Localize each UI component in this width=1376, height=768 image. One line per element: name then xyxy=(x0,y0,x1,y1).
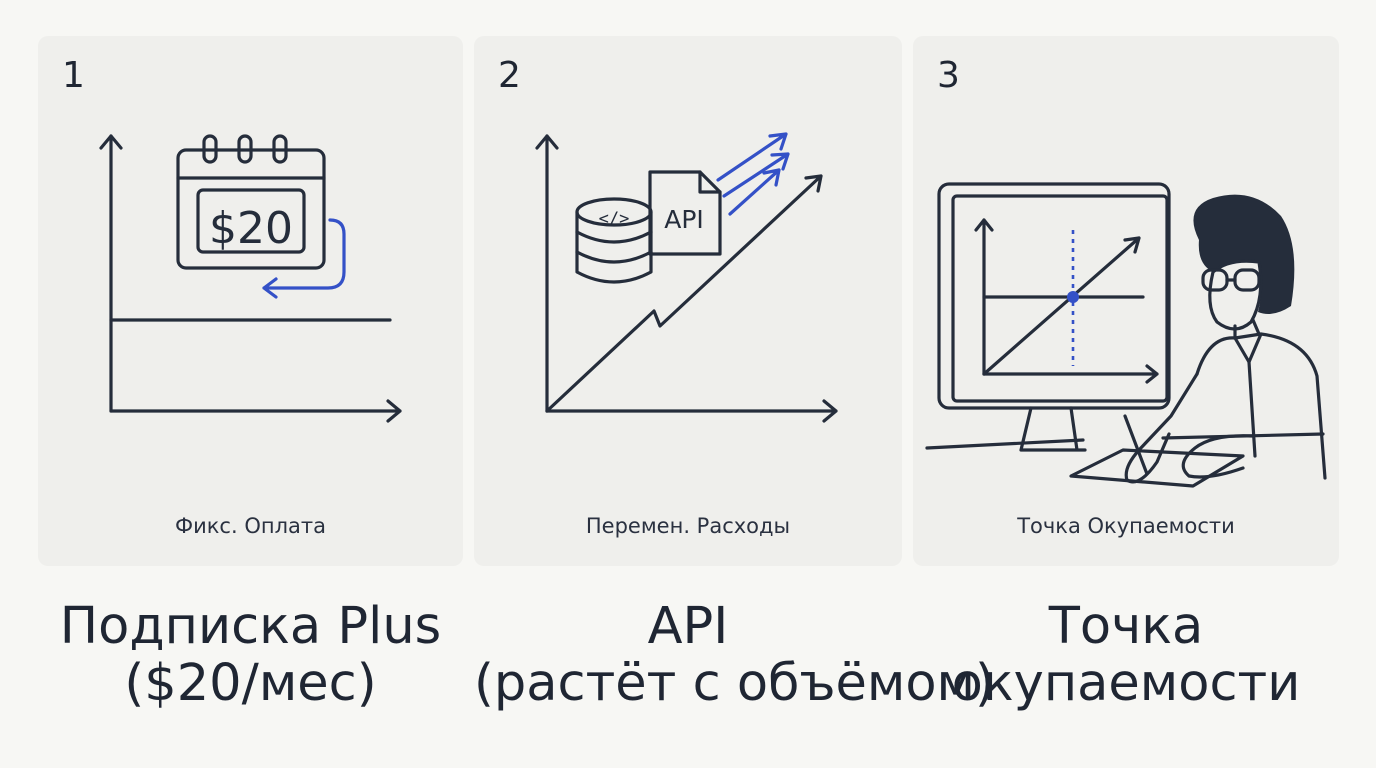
title-line: (растёт с объёмом) xyxy=(474,654,995,713)
title-line: Точка xyxy=(1048,597,1204,656)
title-line: окупаемости xyxy=(951,654,1301,713)
panel-caption: Фикс. Оплата xyxy=(175,514,326,538)
recurring-arrow-icon xyxy=(262,218,346,299)
title-break-even: Точка окупаемости xyxy=(913,598,1339,728)
panel-variable-costs: 2 </> API Перемен. Расходы xyxy=(474,36,902,566)
x-axis xyxy=(109,399,402,423)
panel-number: 2 xyxy=(498,55,521,96)
revenue-line xyxy=(982,236,1141,376)
title-line: API xyxy=(647,597,729,656)
paper-sheet xyxy=(1069,448,1245,488)
panel-number: 1 xyxy=(62,55,85,96)
panel-caption: Перемен. Расходы xyxy=(585,514,791,538)
y-axis xyxy=(99,134,123,413)
analyst-person-icon xyxy=(1123,194,1327,484)
desk-line xyxy=(925,432,1325,450)
x-axis xyxy=(545,399,838,423)
fixed-cost-chart-illustration: $20 xyxy=(99,134,402,423)
monitor-icon xyxy=(937,182,1171,452)
api-label: API xyxy=(664,205,704,234)
variable-cost-chart-illustration: </> API xyxy=(535,132,838,423)
title-subscription: Подписка Plus ($20/мес) xyxy=(38,598,463,728)
title-api: API (растёт с объёмом) xyxy=(474,597,995,728)
title-line: ($20/мес) xyxy=(124,654,377,713)
code-label: </> xyxy=(599,209,630,229)
break-even-point xyxy=(1067,291,1079,303)
api-document-icon xyxy=(648,170,722,256)
screen-x-axis xyxy=(982,364,1159,384)
panel-caption: Точка Окупаемости xyxy=(1017,514,1235,538)
panel-break-even: 3 xyxy=(913,36,1339,566)
y-axis xyxy=(535,134,559,413)
panel-fixed-payment: 1 $20 Фикс. Оплата xyxy=(38,36,463,566)
calendar-icon xyxy=(176,134,326,270)
growth-line xyxy=(545,174,823,413)
panel-number: 3 xyxy=(937,55,960,96)
analyst-at-monitor-illustration xyxy=(925,182,1327,488)
growth-arrows-icon xyxy=(716,132,790,216)
title-line: Подписка Plus xyxy=(59,597,442,656)
price-label: $20 xyxy=(209,203,293,254)
